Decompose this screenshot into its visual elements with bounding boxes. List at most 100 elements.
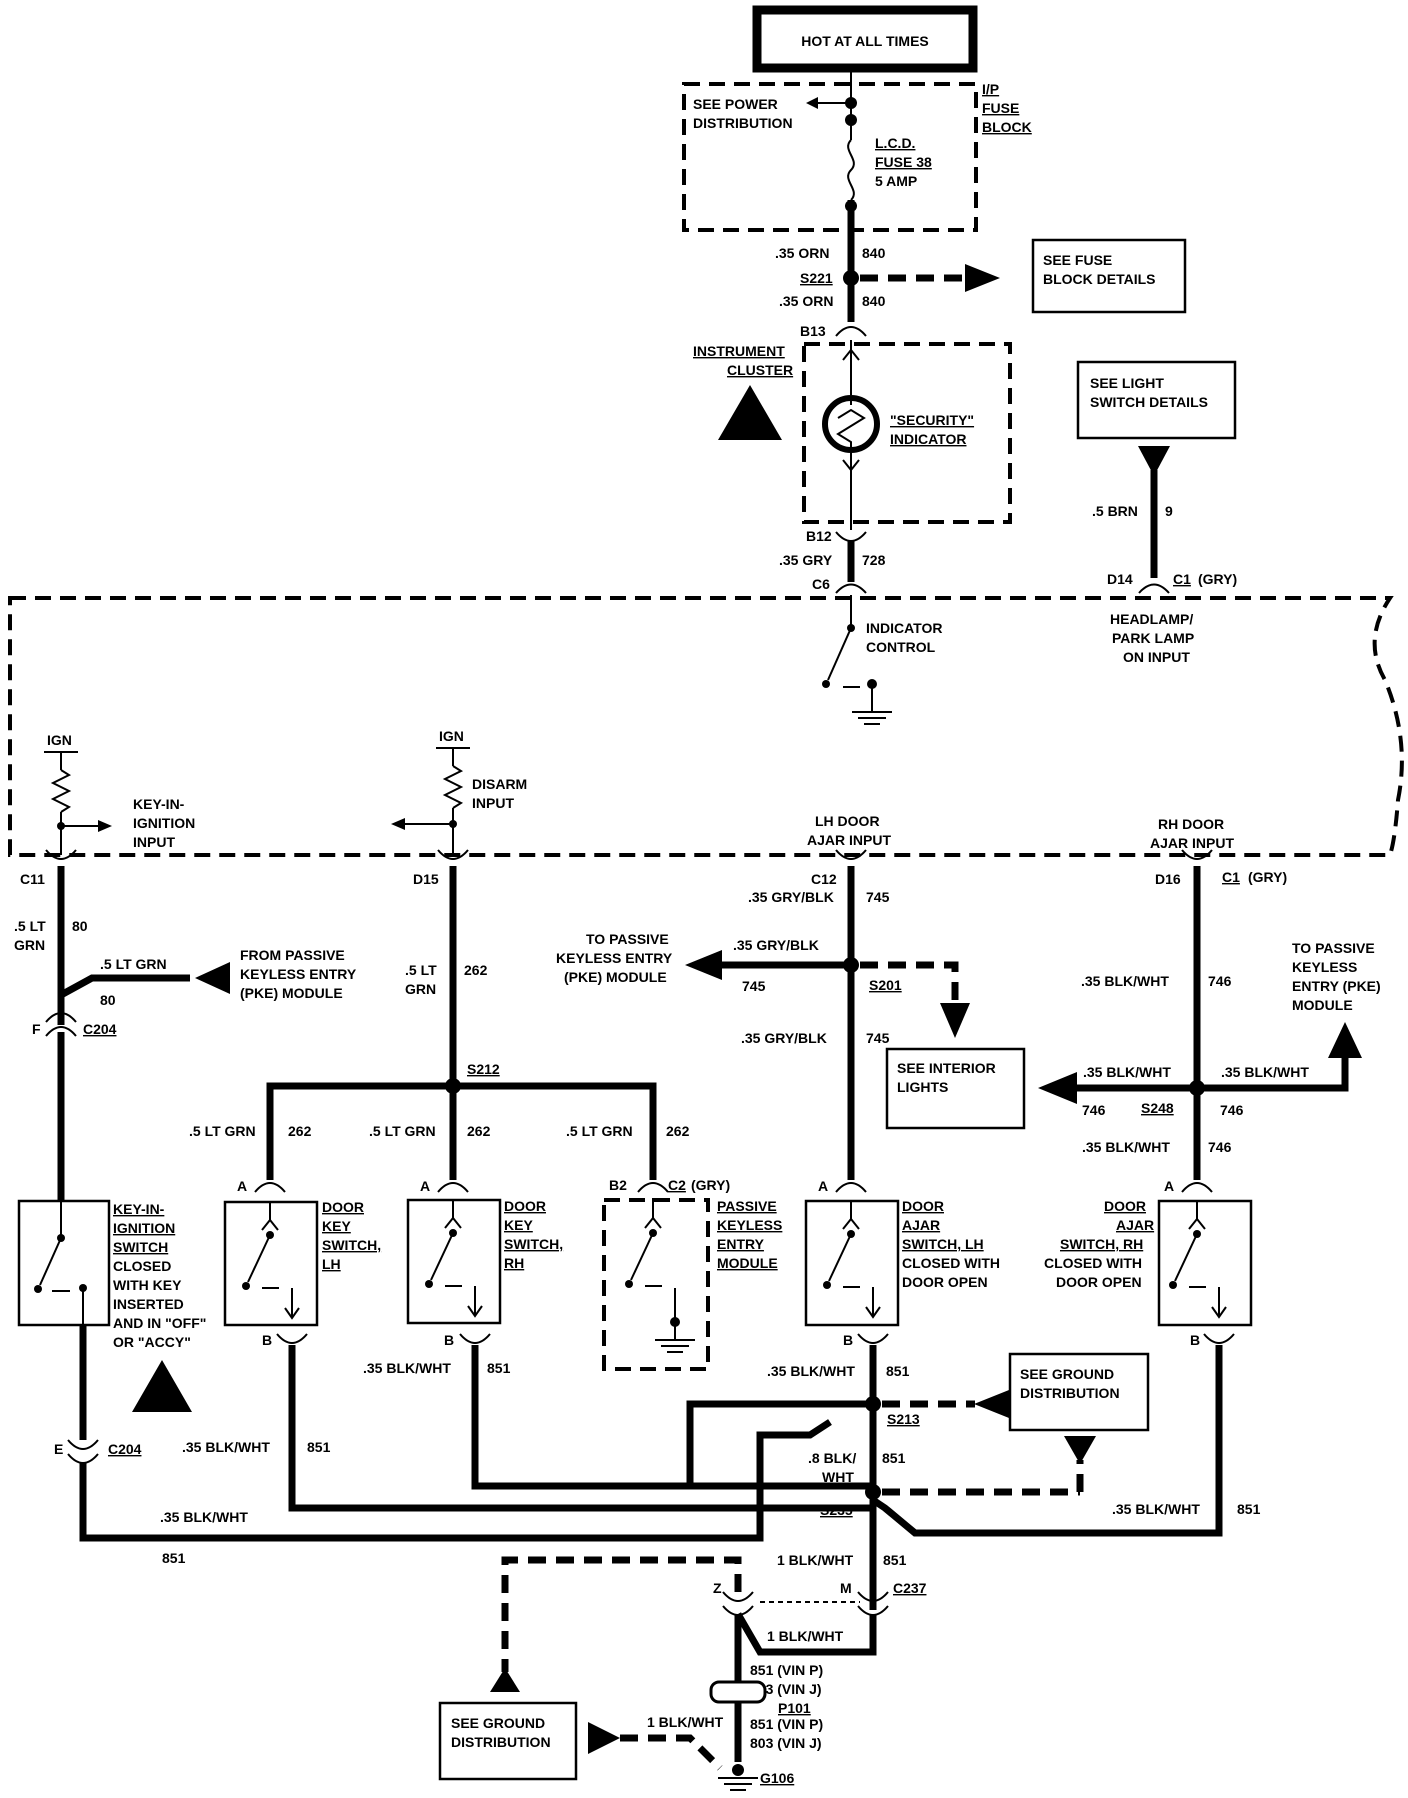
c11-label: C11 [20,871,45,887]
keyin-sw-blade [39,1237,62,1286]
vin-4: 803 (VIN J) [750,1735,822,1751]
to-pke-r4: MODULE [1292,997,1353,1013]
s201-label: S201 [869,977,902,993]
to-pke-arrow-2 [1328,1022,1362,1058]
ground-dist-arrow-up [490,1668,520,1692]
from-pke-3: (PKE) MODULE [240,985,343,1001]
pin-b3: B [843,1332,853,1348]
wire-851-s213-left [686,1400,873,1486]
indicator-label-2: CONTROL [866,639,936,655]
s221-label: S221 [800,270,833,286]
door-key-lh-connector [254,1182,286,1193]
pin-a2: A [420,1178,430,1194]
see-gd2-2: DISTRIBUTION [451,1734,551,1750]
disarm-label-1: DISARM [472,776,527,792]
interior-lights-dashed [860,961,959,1000]
door-ajar-rh-connector [1181,1182,1213,1193]
s212-label: S212 [467,1061,500,1077]
dalh-b-connector [857,1333,889,1344]
c204-f-pin: F [32,1021,41,1037]
s235-label: S235 [820,1502,853,1518]
light-switch-1: SEE LIGHT [1090,375,1164,391]
num851-dkrh: 851 [487,1360,511,1376]
dklh-1: DOOR [322,1199,364,1215]
lh-door-label-1: LH DOOR [815,813,880,829]
d14-label: D14 [1107,571,1133,587]
wire-851-dkrh [471,1345,873,1490]
num262-b: 262 [467,1123,491,1139]
s221-splice [843,270,859,286]
see-interior-lights-box [885,1047,1026,1130]
fuse-element-icon [847,139,855,201]
dalh-5: DOOR OPEN [902,1274,988,1290]
interior-lights-arrow [940,1003,970,1038]
dalh-3: SWITCH, LH [902,1236,984,1252]
c204-f-label: C204 [83,1021,117,1037]
num746-2: 746 [1082,1102,1106,1118]
see-ground-dist-box [1008,1352,1150,1432]
indicator-switch-blade [827,627,852,681]
pin-a3: A [818,1178,828,1194]
dalh-contact [823,1281,831,1289]
c204-e-pin: E [54,1441,63,1457]
d14-connector [1138,583,1170,594]
headlamp-2: PARK LAMP [1112,630,1194,646]
keyin-label-1: KEY-IN- [133,796,185,812]
pin-a4: A [1164,1178,1174,1194]
fuse-details-arrow [965,264,1000,292]
to-pke-r1: TO PASSIVE [1292,940,1375,956]
num746-1: 746 [1208,973,1232,989]
g106-dashed [620,1734,723,1771]
interior-lights-arrow-2 [1038,1072,1077,1104]
vin-2: 803 (VIN J) [750,1681,822,1697]
dklh-blade [247,1234,271,1283]
cluster-arrow-down [842,459,860,472]
c204-e-connector-top [67,1439,99,1450]
dkrh-b-connector [459,1333,491,1344]
grn-c: .5 LT GRN [566,1123,633,1139]
keyin-sw-contact1 [34,1285,42,1293]
wire-262-branches [266,1082,657,1180]
wire262-num: 262 [464,962,488,978]
esd-warning-icon-2 [132,1360,192,1412]
c237-z-connector-bottom [722,1605,754,1616]
num851-dklh: 851 [307,1439,331,1455]
s213-label: S213 [887,1411,920,1427]
fuse-top-dot [845,114,857,126]
b12-label: B12 [806,528,832,544]
to-pke-arrow [685,950,722,980]
rh-door-label-2: AJAR INPUT [1150,835,1234,851]
wire262-color-1: .5 LT [405,962,437,978]
dalh-4: CLOSED WITH [902,1255,1000,1271]
pke-wire-num: 80 [100,992,116,1008]
wire-1-blkwht [734,1612,877,1656]
c1-top-gry: (GRY) [1198,571,1237,587]
c2-label: C2 [668,1177,686,1193]
to-pke-r2: KEYLESS [1292,959,1357,975]
d16-connector [1181,849,1213,860]
wire262-color-2: GRN [405,981,436,997]
wire-728-label: 728 [862,552,886,568]
wire-851-darh [871,1345,1223,1537]
pke-contact [625,1280,633,1288]
num851-keyin: 851 [162,1550,186,1566]
c6-label: C6 [812,576,830,592]
pin-a1: A [237,1178,247,1194]
dkrh-blade [430,1232,454,1281]
wire80-color-1: .5 LT [14,918,46,934]
keyin-sw-6: INSERTED [113,1296,184,1312]
blkwht-1: .35 BLK/WHT [1081,973,1169,989]
c237-label: C237 [893,1580,927,1596]
num262-c: 262 [666,1123,690,1139]
see-ground-arrow [974,1390,1009,1418]
ip-label-2: FUSE [982,100,1019,116]
gryblk-3: .35 GRY/BLK [741,1030,827,1046]
pin-b2-lower: B [444,1332,454,1348]
see-fuse-2: BLOCK DETAILS [1043,271,1156,287]
keyin-arrow-head [98,820,112,832]
ign-label-1: IGN [47,732,72,748]
num262-a: 262 [288,1123,312,1139]
ip-fuse-block-outline [682,82,978,232]
pin-b4: B [1190,1332,1200,1348]
door-ajar-lh-connector [835,1182,867,1193]
